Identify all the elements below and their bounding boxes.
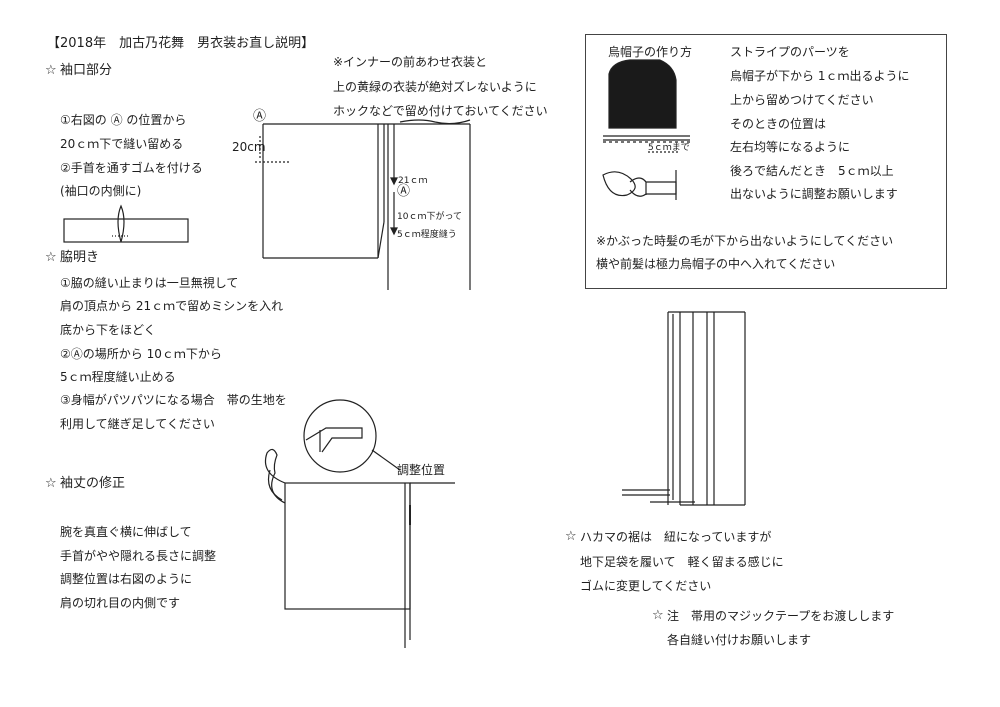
sleeve-diagram xyxy=(255,119,471,290)
star-icon: ☆ xyxy=(45,476,57,491)
belt-note-line-1: 注 帯用のマジックテープをお渡しします xyxy=(667,609,895,623)
sleeve-opening-line-2: 20ｃｍ下で縫い留める xyxy=(60,137,184,151)
eboshi-title: 烏帽子の作り方 xyxy=(608,45,693,59)
hakama-line-2: 地下足袋を履いて 軽く留まる感じに xyxy=(580,555,784,569)
hakama-line-1: ハカマの裾は 紐になっていますが xyxy=(580,530,772,544)
eboshi-line-5: 左右均等になるように xyxy=(730,140,851,154)
inner-note-line-2: 上の黄緑の衣装が絶対ズレないように xyxy=(333,80,537,94)
eboshi-box xyxy=(585,34,947,289)
sleeve-opening-line-1: ①右図の Ⓐ の位置から xyxy=(60,113,187,127)
side-opening-line-1: ①脇の縫い止まりは一旦無視して xyxy=(60,276,239,290)
label-21cm: 21ｃｍ xyxy=(398,176,428,186)
page-title: 【2018年 加古乃花舞 男衣装お直し説明】 xyxy=(47,36,315,51)
sleeve-length-line-3: 調整位置は右図のように xyxy=(60,572,193,586)
side-opening-line-2: 肩の頂点から 21ｃｍで留めミシンを入れ xyxy=(60,299,284,313)
cuff-elastic-diagram xyxy=(63,204,189,243)
star-icon: ☆ xyxy=(652,608,664,623)
eboshi-line-4: そのときの位置は xyxy=(730,117,827,131)
side-opening-line-7: 利用して継ぎ足してください xyxy=(60,417,215,431)
belt-note-line-2: 各自縫い付けお願いします xyxy=(667,633,812,647)
eboshi-line-2: 烏帽子が下から 1ｃｍ出るように xyxy=(730,69,910,83)
sleeve-length-heading: 袖丈の修正 xyxy=(60,476,126,491)
eboshi-note-2: 横や前髪は極力烏帽子の中へ入れてください xyxy=(596,257,836,271)
side-opening-heading: 脇明き xyxy=(60,250,100,265)
inner-note-line-3: ホックなどで留め付けておいてください xyxy=(333,104,548,118)
inner-note-line-1: ※インナーの前あわせ衣装と xyxy=(333,55,488,69)
hakama-diagram xyxy=(622,311,746,506)
marker-a: Ⓐ xyxy=(253,109,267,124)
label-5cm: 5ｃｍ程度縫う xyxy=(397,230,457,240)
star-icon: ☆ xyxy=(45,63,57,78)
side-opening-line-6: ③身幅がパツパツになる場合 帯の生地を xyxy=(60,393,287,407)
side-opening-line-3: 底から下をほどく xyxy=(60,323,156,337)
sleeve-length-line-1: 腕を真直ぐ横に伸ばして xyxy=(60,525,192,539)
side-opening-line-5: 5ｃｍ程度縫い止める xyxy=(60,370,176,384)
label-10cm: 10ｃｍ下がって xyxy=(397,212,463,222)
sleeve-length-line-2: 手首がやや隠れる長さに調整 xyxy=(60,549,217,563)
sleeve-length-line-4: 肩の切れ目の内側です xyxy=(60,596,181,610)
eboshi-note-1: ※かぶった時髪の毛が下から出ないようにしてください xyxy=(596,234,894,248)
sleeve-opening-heading: 袖口部分 xyxy=(60,63,113,78)
star-icon: ☆ xyxy=(565,529,577,544)
sleeve-opening-line-4: (袖口の内側に) xyxy=(60,184,142,198)
side-opening-line-4: ②Ⓐの場所から 10ｃｍ下から xyxy=(60,347,222,361)
sleeve-length-diagram xyxy=(264,399,455,648)
hakama-line-3: ゴムに変更してください xyxy=(580,579,712,593)
eboshi-line-6: 後ろで結んだとき 5ｃｍ以上 xyxy=(730,164,894,178)
marker-a-lower: Ⓐ xyxy=(397,184,411,199)
star-icon: ☆ xyxy=(45,250,57,265)
eboshi-line-7: 出ないように調整お願いします xyxy=(730,187,898,201)
label-20cm: 20cm xyxy=(232,140,266,154)
sleeve-opening-line-3: ②手首を通すゴムを付ける xyxy=(60,161,203,175)
eboshi-diagram xyxy=(602,59,690,200)
adjust-position-label: 調整位置 xyxy=(397,463,446,477)
eboshi-line-1: ストライプのパーツを xyxy=(730,45,850,59)
eboshi-5cm-label: 5ｃｍまで xyxy=(648,143,690,153)
eboshi-line-3: 上から留めつけてください xyxy=(730,93,874,107)
